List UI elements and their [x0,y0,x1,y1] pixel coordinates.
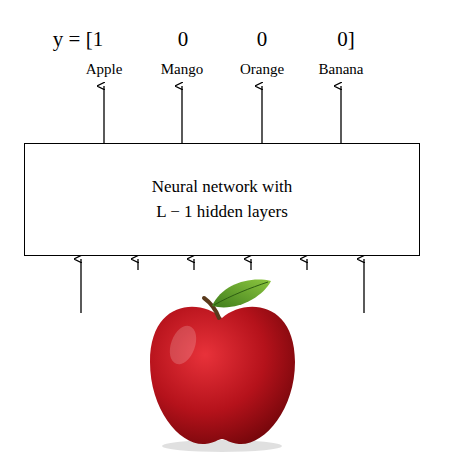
box-text: Neural network with L − 1 hidden layers [148,175,296,224]
output-value: 0] [337,28,355,51]
network-box: Neural network with L − 1 hidden layers [24,143,420,256]
output-value: 0 [257,28,268,51]
input-arrows [81,259,364,313]
output-value: 0 [178,28,189,51]
class-label: Banana [319,61,364,78]
class-label: Orange [240,61,284,78]
class-label: Apple [86,61,123,78]
output-vector: y = [1 [53,28,103,51]
output-arrows [104,86,341,143]
apple-picture [150,280,295,452]
class-label: Mango [161,61,204,78]
